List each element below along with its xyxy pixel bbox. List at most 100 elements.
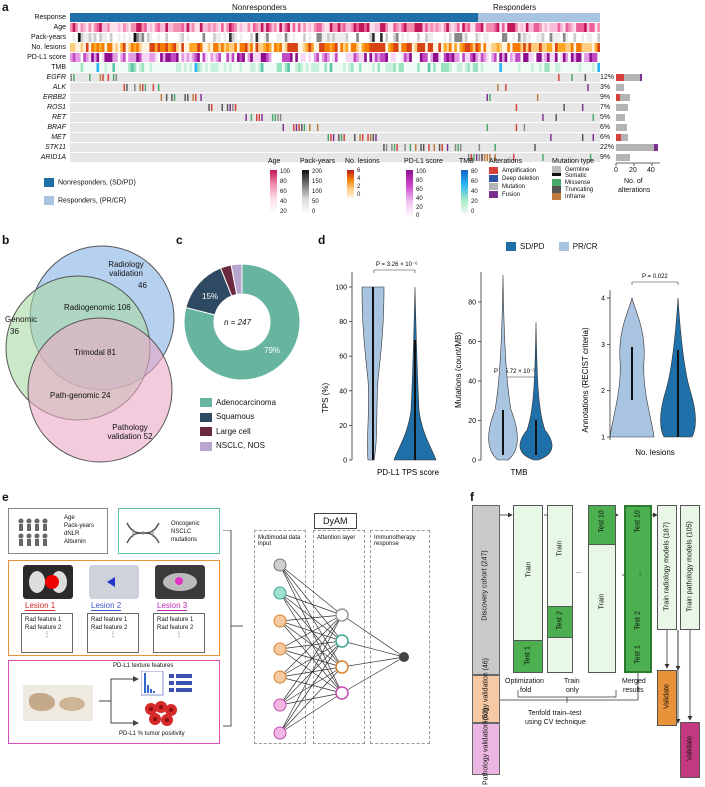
row-label-no-lesions: No. lesions [31, 44, 66, 51]
row-label-egfr: EGFR [46, 74, 66, 81]
row-label-response: Response [34, 14, 66, 21]
percent-ret: 5% [600, 114, 611, 121]
people-icon [18, 518, 48, 546]
lesion-1-label: Lesion 1 [25, 601, 56, 611]
train-radiology-box [657, 505, 677, 630]
rad-features-2: Rad feature 1 Rad feature 2 ⋮ [87, 613, 139, 653]
percent-stk11: 22% [600, 144, 615, 151]
ct-lesion-3 [155, 565, 205, 599]
gene-percent-column: 12% 3% 9% 7% 5% 6% 6% 22% 9% [600, 73, 620, 163]
lesion-3-label: Lesion 3 [157, 601, 188, 611]
discovery-cohort-bar [472, 505, 500, 675]
alt-axis-label-1: No. of [624, 178, 643, 185]
row-label-met: MET [51, 134, 66, 141]
axis-tick: 60 [468, 339, 476, 346]
venn-label-trimodal: Trimodal 81 [74, 348, 116, 357]
pathology-validation-bar [472, 723, 500, 775]
swatch-adenocarcinoma [200, 398, 212, 408]
fold-2-train: Train [556, 540, 564, 557]
fold-opt-train: Train [525, 561, 533, 578]
dna-icon [126, 522, 160, 544]
oncogenic-line-2: NSCLC [171, 529, 192, 535]
venn-label-genomic: Genomic [5, 315, 38, 324]
responders-header: Responders [493, 3, 537, 12]
oncoprint-row-labels: Response Age Pack-years No. lesions PD-L… [0, 13, 66, 163]
train-only-label-1: Train [564, 678, 580, 685]
alt-axis-tick-40: 40 [647, 167, 655, 174]
panel-e-bracket [223, 530, 243, 727]
tmb-colorbar [461, 170, 468, 214]
validate-arrows [664, 630, 693, 721]
venn-label-path-genomic: Path-genomic 24 [50, 391, 111, 400]
clinical-pack-years: Pack-years [64, 523, 95, 529]
tmb-ylabel: Mutations (count/MB) [454, 332, 463, 408]
texture-histogram [141, 671, 192, 696]
scale-legend-age: Age 100 80 60 40 20 [268, 158, 291, 215]
row-label-braf: BRAF [47, 124, 66, 131]
merged-test1: Test 1 [634, 645, 642, 664]
pdl1-colorbar [406, 170, 413, 218]
swatch-missense [552, 179, 561, 187]
swatch-squamous [200, 412, 212, 422]
attention-node [335, 660, 349, 674]
row-label-arid1a: ARID1A [40, 154, 66, 161]
merged-label-1: Merged [622, 678, 646, 685]
donut-center-text: n = 247 [224, 318, 251, 327]
bar-met [616, 134, 628, 141]
axis-tick: 2 [601, 388, 605, 395]
pack-years-colorbar [302, 170, 309, 214]
train-radiology-label: Train radiology models (187) [663, 522, 671, 611]
attention-node [335, 608, 349, 622]
train-only-label-2: only [566, 687, 579, 694]
axis-tick: 0 [472, 458, 476, 465]
bar-erbb2 [616, 94, 630, 101]
venn-label-radiogenomic: Radiogenomic 106 [64, 303, 131, 312]
fold-2-test2 [547, 606, 573, 638]
row-label-tmb: TMB [51, 64, 66, 71]
donut-label-15: 15% [202, 292, 219, 301]
axis-tick: 4 [601, 296, 605, 303]
lesions-pvalue: P = 0.022 [642, 274, 668, 280]
radiology-box: Lesion 1 Lesion 2 Lesion 3 Rad feature 1… [8, 560, 220, 656]
venn-label-pathology-validation: Pathology validation 52 [107, 423, 153, 441]
no-lesions-colorbar [347, 170, 354, 198]
swatch-somatic [552, 173, 561, 179]
input-node [273, 558, 287, 572]
legend-nonresponders: Nonresponders, (SD/PD) [44, 178, 136, 187]
panel-a-label: a [2, 0, 9, 14]
nonresponders-header: Nonresponders [232, 3, 287, 12]
cell-cluster [145, 701, 177, 726]
ct-lesion-2 [89, 565, 139, 599]
axis-tick: 0 [343, 458, 347, 465]
donut-label-79: 79% [264, 346, 281, 355]
row-label-erbb2: ERBB2 [43, 94, 66, 101]
axis-tick: 60 [339, 354, 347, 361]
swatch-deep-deletion [489, 175, 498, 183]
dyam-network [273, 558, 409, 740]
mutation-type-legend: Mutation type Germline Somatic Missense … [552, 158, 595, 201]
fold-2 [547, 505, 573, 673]
tps-ylabel: TPS (%) [321, 383, 330, 414]
input-node [273, 614, 287, 628]
input-node [273, 586, 287, 600]
alt-axis-tick-0: 0 [614, 167, 618, 174]
merged-bar [624, 505, 652, 673]
donut-chart [183, 263, 301, 381]
merged-test10: Test 10 [634, 510, 642, 533]
col-input-label: Multimodal data input [258, 535, 301, 547]
row-label-pdl1: PD-L1 score [27, 54, 66, 61]
swatch-prcr [558, 242, 569, 252]
col-response-label: Immunotherapy response [374, 535, 416, 547]
axis-tick: 20 [339, 423, 347, 430]
swatch-nsclc-nos [200, 441, 212, 451]
row-label-alk: ALK [52, 84, 66, 91]
fold-2-test2-label: Test 2 [556, 611, 564, 630]
swatch-amplification [489, 167, 498, 174]
rad-features-1: Rad feature 1 Rad feature 2 ⋮ [21, 613, 73, 653]
age-colorbar [270, 170, 277, 214]
histology-legend: Adenocarcinoma Squamous Large cell NSCLC… [200, 398, 310, 451]
panel-e-label: e [2, 490, 9, 504]
clinical-dnlr: dNLR [64, 531, 80, 537]
